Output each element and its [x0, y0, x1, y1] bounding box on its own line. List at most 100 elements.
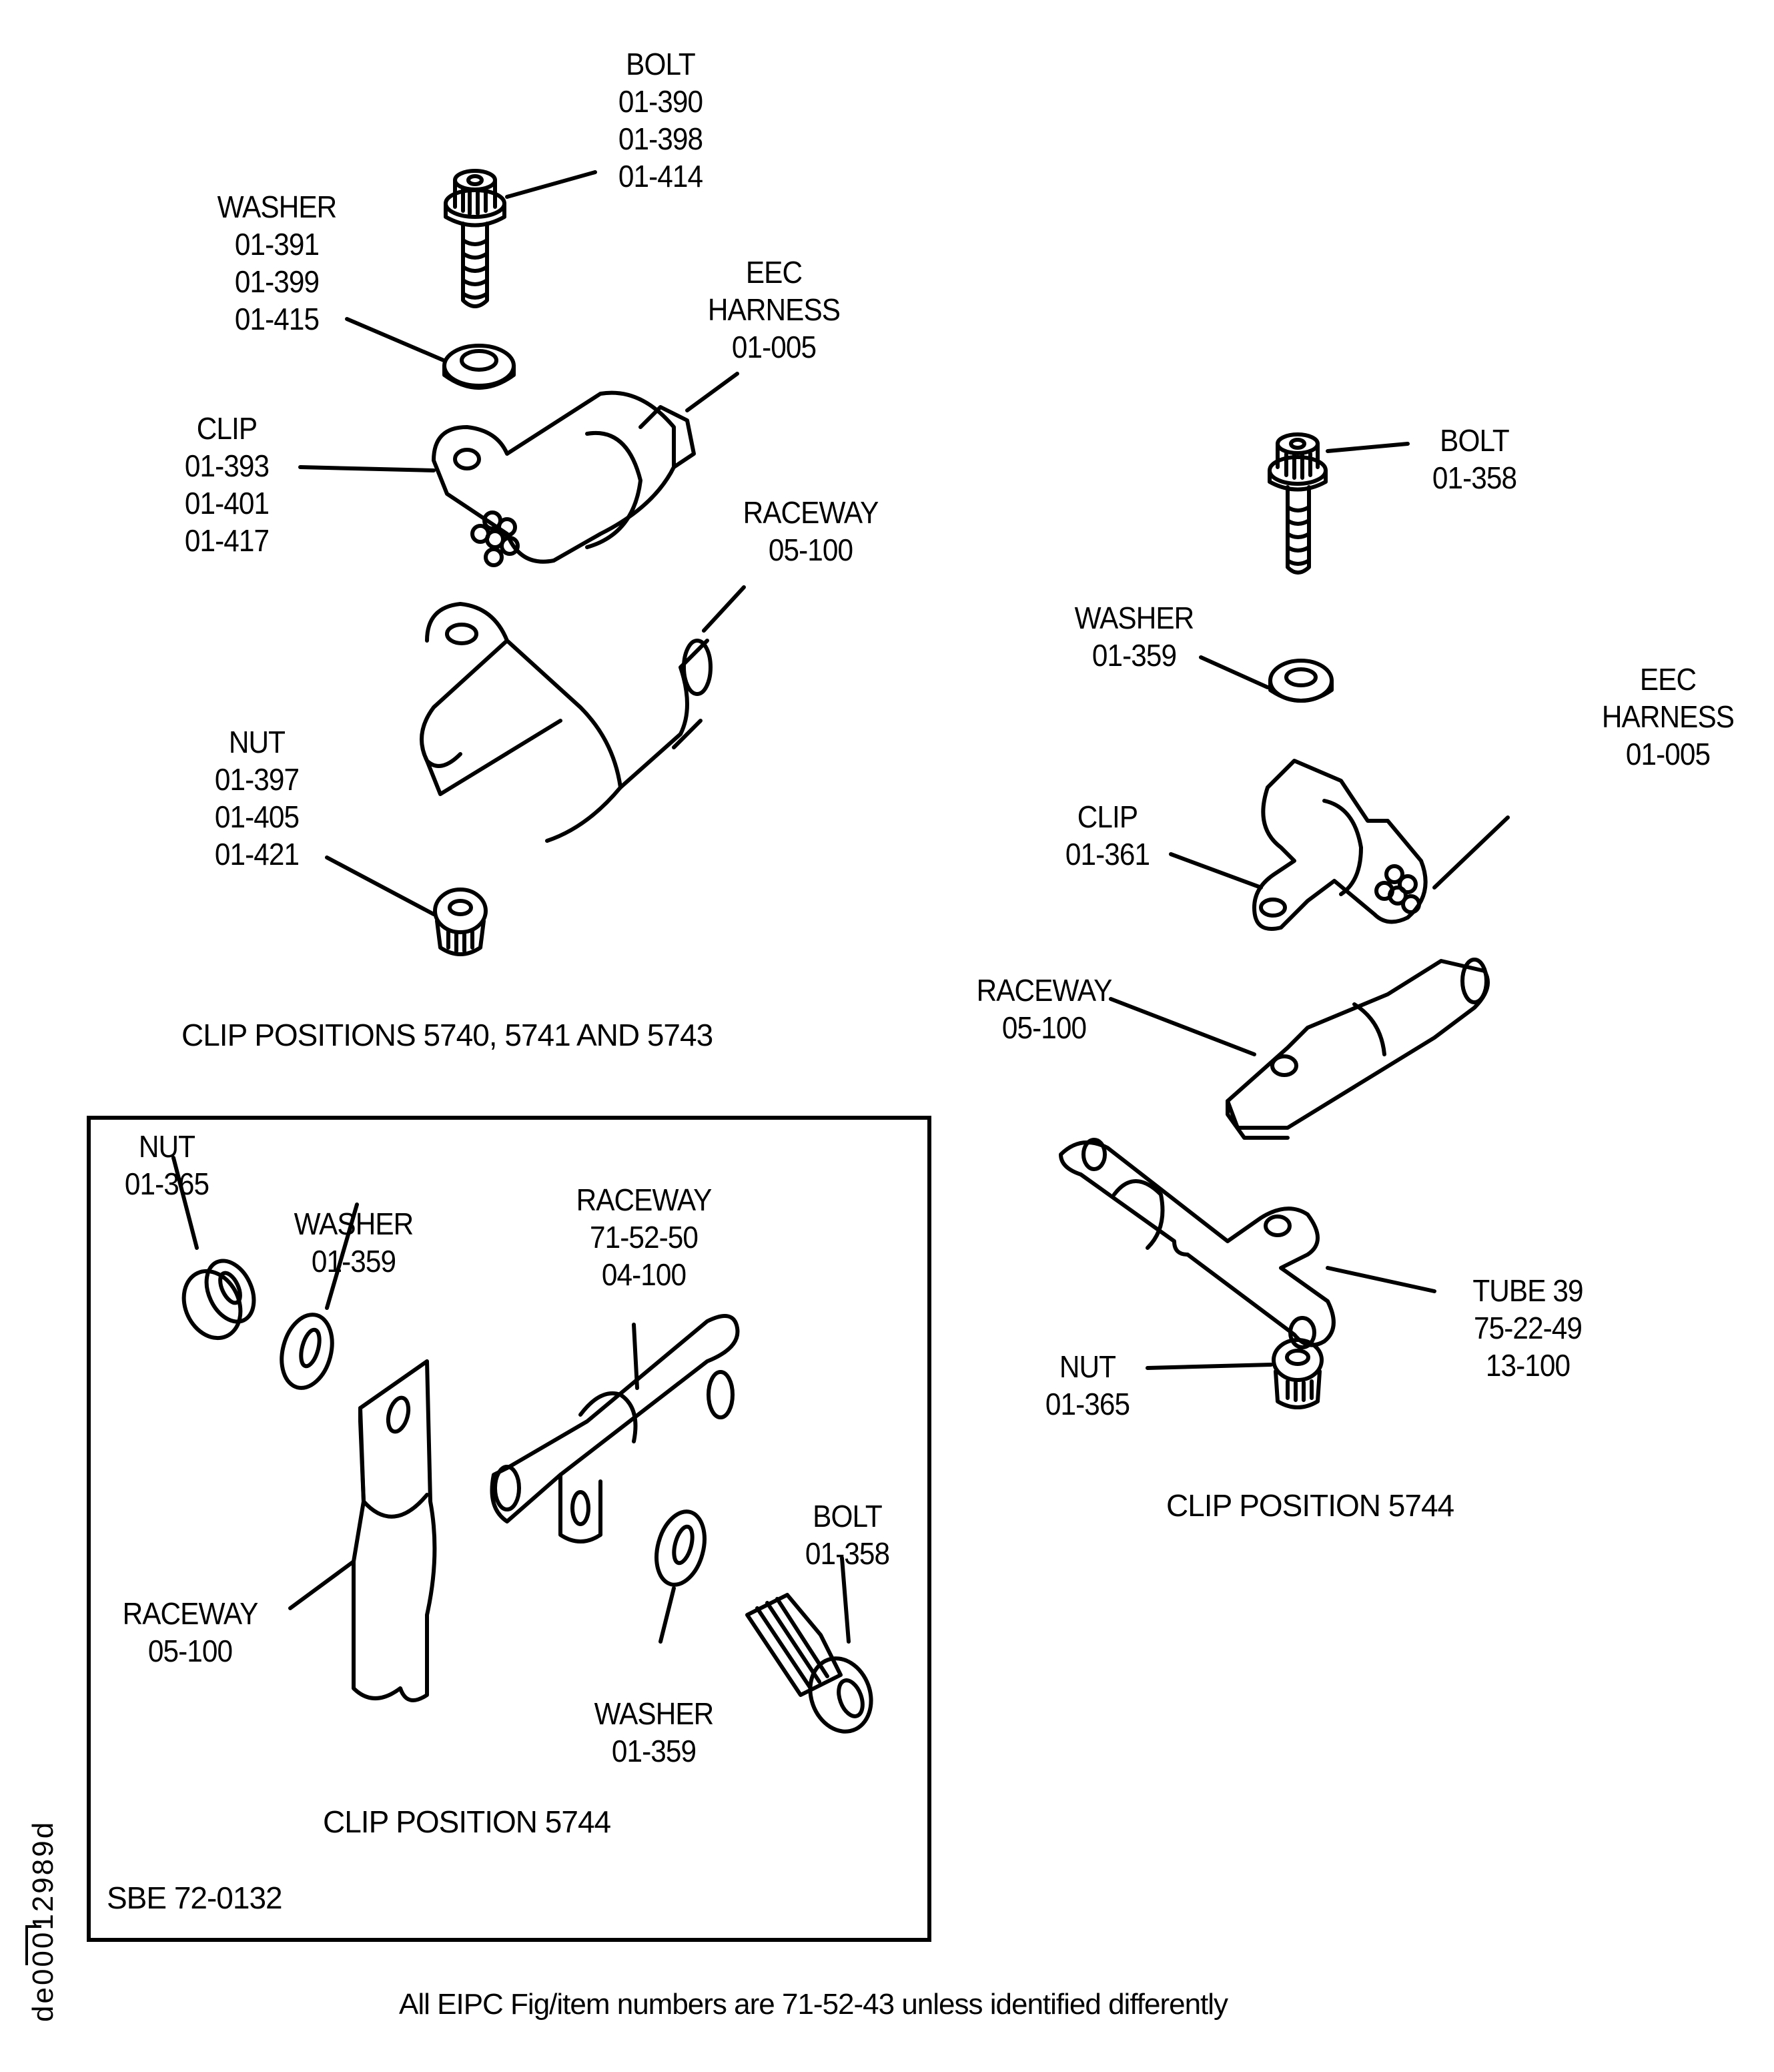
part-title: BOLT [626, 47, 696, 81]
group-b-tube-label: TUBE 39 75-22-49 13-100 [1448, 1272, 1607, 1384]
part-title: EEC [1639, 662, 1697, 697]
inset-reference: SBE 72-0132 [107, 1880, 283, 1915]
part-title: BOLT [813, 1499, 883, 1533]
inset-raceway-strap-label: RACEWAY 05-100 [101, 1595, 280, 1670]
inset-frame [87, 1116, 931, 1942]
part-number: 13-100 [1485, 1348, 1571, 1383]
inset-bolt-label: BOLT 01-358 [786, 1497, 909, 1572]
group-b-nut-label: NUT 01-365 [1032, 1348, 1143, 1423]
inset-nut-label: NUT 01-365 [105, 1128, 228, 1202]
part-title: RACEWAY [576, 1182, 713, 1217]
part-number: 01-365 [1045, 1387, 1130, 1421]
part-number: 01-359 [1091, 638, 1177, 673]
inset-washer-bottom-label: WASHER 01-359 [574, 1695, 733, 1770]
group-b-tube-leader [1326, 1266, 1436, 1293]
inset-caption: CLIP POSITION 5744 [323, 1804, 611, 1839]
part-number: 01-417 [184, 523, 270, 558]
group-b-caption: CLIP POSITION 5744 [1166, 1488, 1454, 1523]
group-a-clip-leader [298, 465, 436, 472]
part-number: 01-359 [611, 1734, 697, 1768]
part-title: NUT [228, 725, 286, 759]
group-b-raceway-leader [1109, 997, 1256, 1056]
inset-washer-top-icon [280, 1313, 334, 1390]
group-a-raceway-label: RACEWAY 05-100 [722, 494, 900, 569]
group-b-raceway-icon [1226, 958, 1490, 1140]
part-number: 01-414 [618, 159, 703, 194]
part-number: 01-421 [214, 837, 300, 872]
group-a-nut-icon [433, 888, 488, 956]
part-title: CLIP [196, 411, 258, 446]
part-number: 01-405 [214, 799, 300, 834]
group-b-bolt-icon [1268, 432, 1328, 575]
inset-raceway-tube-icon [490, 1314, 740, 1543]
group-a-bolt-icon [444, 169, 506, 308]
part-number: 01-005 [1625, 737, 1711, 771]
part-title: RACEWAY [976, 973, 1113, 1008]
part-title: WASHER [294, 1206, 414, 1241]
group-b-washer-icon [1268, 659, 1334, 703]
group-b-clip-leader [1169, 852, 1263, 890]
part-title: WASHER [1074, 601, 1195, 635]
group-b-clip-harness-icon [1252, 759, 1428, 931]
group-b-eec-harness-label: EEC HARNESS 01-005 [1576, 661, 1760, 773]
group-a-bolt-leader [505, 170, 597, 199]
part-number: 01-399 [234, 264, 320, 299]
group-b-nut-leader [1146, 1363, 1273, 1370]
part-title: BOLT [1440, 423, 1510, 458]
group-b-nut-icon [1272, 1338, 1324, 1409]
part-number: 01-005 [731, 330, 817, 364]
group-a-bolt-label: BOLT 01-390 01-398 01-414 [593, 45, 728, 195]
part-number: 01-401 [184, 486, 270, 521]
group-a-clip-label: CLIP 01-393 01-401 01-417 [156, 410, 298, 559]
part-title: RACEWAY [122, 1596, 259, 1631]
inset-raceway-strap-icon [352, 1359, 437, 1702]
group-a-washer-icon [442, 344, 516, 390]
part-title: NUT [138, 1129, 195, 1164]
part-number: 01-398 [618, 121, 703, 156]
group-a-harness-leader [685, 372, 739, 412]
inset-nut-icon [181, 1259, 256, 1341]
part-number: 71-52-50 [589, 1220, 699, 1255]
group-b-washer-label: WASHER 01-359 [1054, 599, 1214, 674]
inset-bolt-icon [745, 1593, 873, 1734]
part-number: 01-390 [618, 84, 703, 119]
part-title: WASHER [217, 190, 338, 224]
group-a-caption: CLIP POSITIONS 5740, 5741 AND 5743 [181, 1018, 713, 1052]
inset-washer-top-leader [325, 1202, 359, 1310]
part-title: TUBE 39 [1472, 1273, 1583, 1308]
group-b-washer-leader [1199, 655, 1270, 689]
drawing-id: de00012989d [27, 1820, 59, 2022]
part-number: 05-100 [147, 1634, 233, 1668]
group-b-harness-leader [1432, 815, 1510, 890]
group-a-nut-label: NUT 01-397 01-405 01-421 [186, 723, 328, 873]
group-a-raceway-icon [420, 602, 713, 843]
part-title: EEC [745, 255, 803, 290]
group-a-nut-leader [325, 855, 436, 916]
inset-washer-bottom-leader [658, 1586, 676, 1644]
part-title: RACEWAY [743, 495, 879, 530]
part-number: 01-391 [234, 227, 320, 262]
part-number: 01-359 [311, 1244, 396, 1279]
inset-washer-bottom-icon [654, 1509, 707, 1587]
group-b-tube-icon [1059, 1138, 1336, 1349]
part-title: HARNESS [707, 292, 841, 327]
part-title: WASHER [594, 1696, 715, 1731]
inset-bolt-leader [840, 1556, 851, 1644]
part-number: 01-358 [805, 1536, 890, 1571]
part-number: 01-361 [1065, 837, 1150, 872]
group-a-raceway-leader [702, 585, 746, 633]
part-number: 01-397 [214, 762, 300, 797]
footnote: All EIPC Fig/item numbers are 71-52-43 u… [399, 1988, 1228, 2021]
group-a-washer-label: WASHER 01-391 01-399 01-415 [197, 188, 356, 338]
inset-raceway-strap-leader [288, 1560, 356, 1610]
inset-washer-top-label: WASHER 01-359 [274, 1205, 433, 1280]
part-number: 75-22-49 [1473, 1311, 1583, 1345]
drawing-id-corner-mark [25, 1925, 41, 1965]
part-number: 01-365 [124, 1166, 209, 1201]
part-title: NUT [1059, 1349, 1116, 1384]
part-number: 01-358 [1432, 460, 1517, 495]
inset-raceway-tube-label: RACEWAY 71-52-50 04-100 [555, 1181, 733, 1293]
group-a-washer-leader [345, 317, 446, 362]
group-b-clip-label: CLIP 01-361 [1046, 798, 1169, 873]
